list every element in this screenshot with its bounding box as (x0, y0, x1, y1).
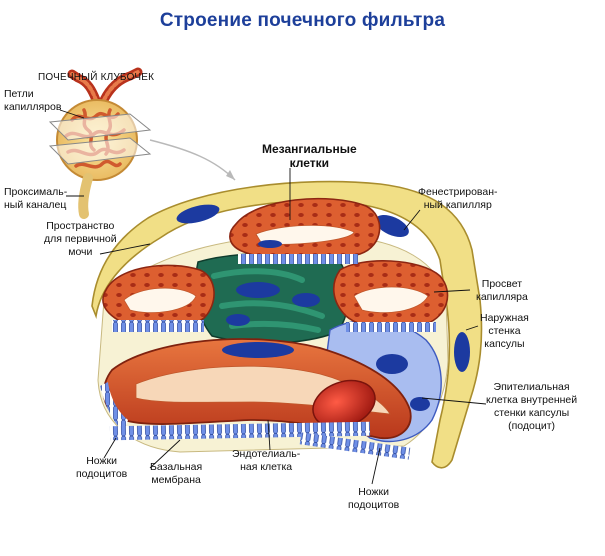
label-endothelial-cell: Эндотелиаль- ная клетка (232, 448, 301, 473)
label-mesangial-cells: Мезангиальные клетки (262, 142, 357, 170)
filter-cross-section (91, 180, 483, 469)
label-capillary-lumen: Просвет капилляра (476, 278, 528, 303)
label-podocyte-cell: Эпителиальная клетка внутренней стенки к… (486, 381, 578, 432)
label-podocyte-legs-bottom: Ножки подоцитов (348, 486, 400, 511)
label-urine-space: Пространство для первичной мочи (44, 220, 117, 258)
leader-lines (59, 109, 487, 485)
page-title: Строение почечного фильтра (159, 10, 446, 31)
label-outer-capsule-wall: Наружная стенка капсулы (480, 312, 529, 350)
label-basal-membrane: Базальная мембрана (150, 461, 203, 486)
label-podocyte-legs-left: Ножки подоцитов (76, 455, 128, 480)
glomerulus-illustration (48, 67, 236, 219)
label-glomerulus: ПОЧЕЧНЫЙ КЛУБОЧЕК (38, 72, 155, 83)
label-fenestrated-capillary: Фенестрирован- ный капилляр (418, 186, 498, 211)
label-proximal-tubule: Проксималь- ный каналец (4, 186, 68, 211)
label-capillary-loops: Петли капилляров (4, 88, 62, 113)
